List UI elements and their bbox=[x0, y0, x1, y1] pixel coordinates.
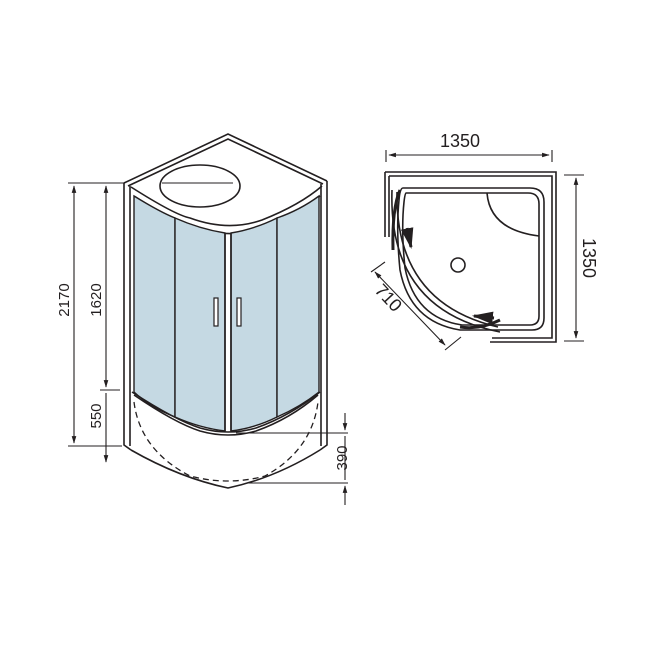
right-post-outer bbox=[319, 181, 328, 451]
tray-inner-outline bbox=[401, 192, 540, 326]
dim-door-opening: 710 bbox=[371, 280, 406, 316]
sliding-door-left[interactable] bbox=[391, 189, 402, 251]
tray-hidden-outline bbox=[133, 401, 319, 482]
opening-ext-bottom bbox=[444, 336, 462, 351]
top-view bbox=[384, 171, 557, 343]
door-arc-inner bbox=[396, 191, 499, 328]
left-post-outer bbox=[123, 183, 132, 451]
slide-arrow-right-icon bbox=[471, 311, 495, 325]
ceiling-shower-oval bbox=[159, 164, 241, 208]
roof-inner-edge bbox=[127, 138, 324, 187]
base-bottom-curve bbox=[130, 449, 321, 489]
roof-front-curve bbox=[130, 185, 323, 227]
dim-depth: 1350 bbox=[579, 238, 599, 278]
front-view bbox=[123, 133, 348, 489]
door-handle-left[interactable] bbox=[213, 297, 219, 327]
drain-icon bbox=[450, 257, 466, 273]
glass-panel-left bbox=[133, 194, 176, 419]
dim-total-height: 2170 bbox=[56, 283, 73, 316]
dim-line-opening bbox=[374, 271, 446, 346]
glass-panel-right bbox=[276, 194, 320, 419]
slide-arrow-left-icon bbox=[400, 227, 414, 250]
dim-tray-depth: 390 bbox=[334, 445, 351, 470]
sliding-door-right[interactable] bbox=[459, 318, 501, 330]
door-handle-right[interactable] bbox=[236, 297, 242, 327]
corner-seat bbox=[486, 192, 540, 237]
outer-wall-frame bbox=[385, 171, 557, 343]
opening-ext-top bbox=[370, 261, 386, 273]
base-top-curve-inner bbox=[133, 394, 319, 436]
tray-outline bbox=[396, 187, 545, 331]
dim-glass-height: 1620 bbox=[88, 283, 105, 316]
base-top-curve bbox=[131, 391, 321, 433]
dim-width: 1350 bbox=[440, 131, 480, 151]
roof-outer-edge bbox=[123, 133, 328, 184]
dim-base-height: 550 bbox=[88, 403, 105, 428]
door-arc-outer bbox=[391, 189, 501, 333]
inner-wall-frame bbox=[389, 175, 553, 339]
front-dimensions: 2170 1620 550 390 bbox=[56, 182, 351, 505]
